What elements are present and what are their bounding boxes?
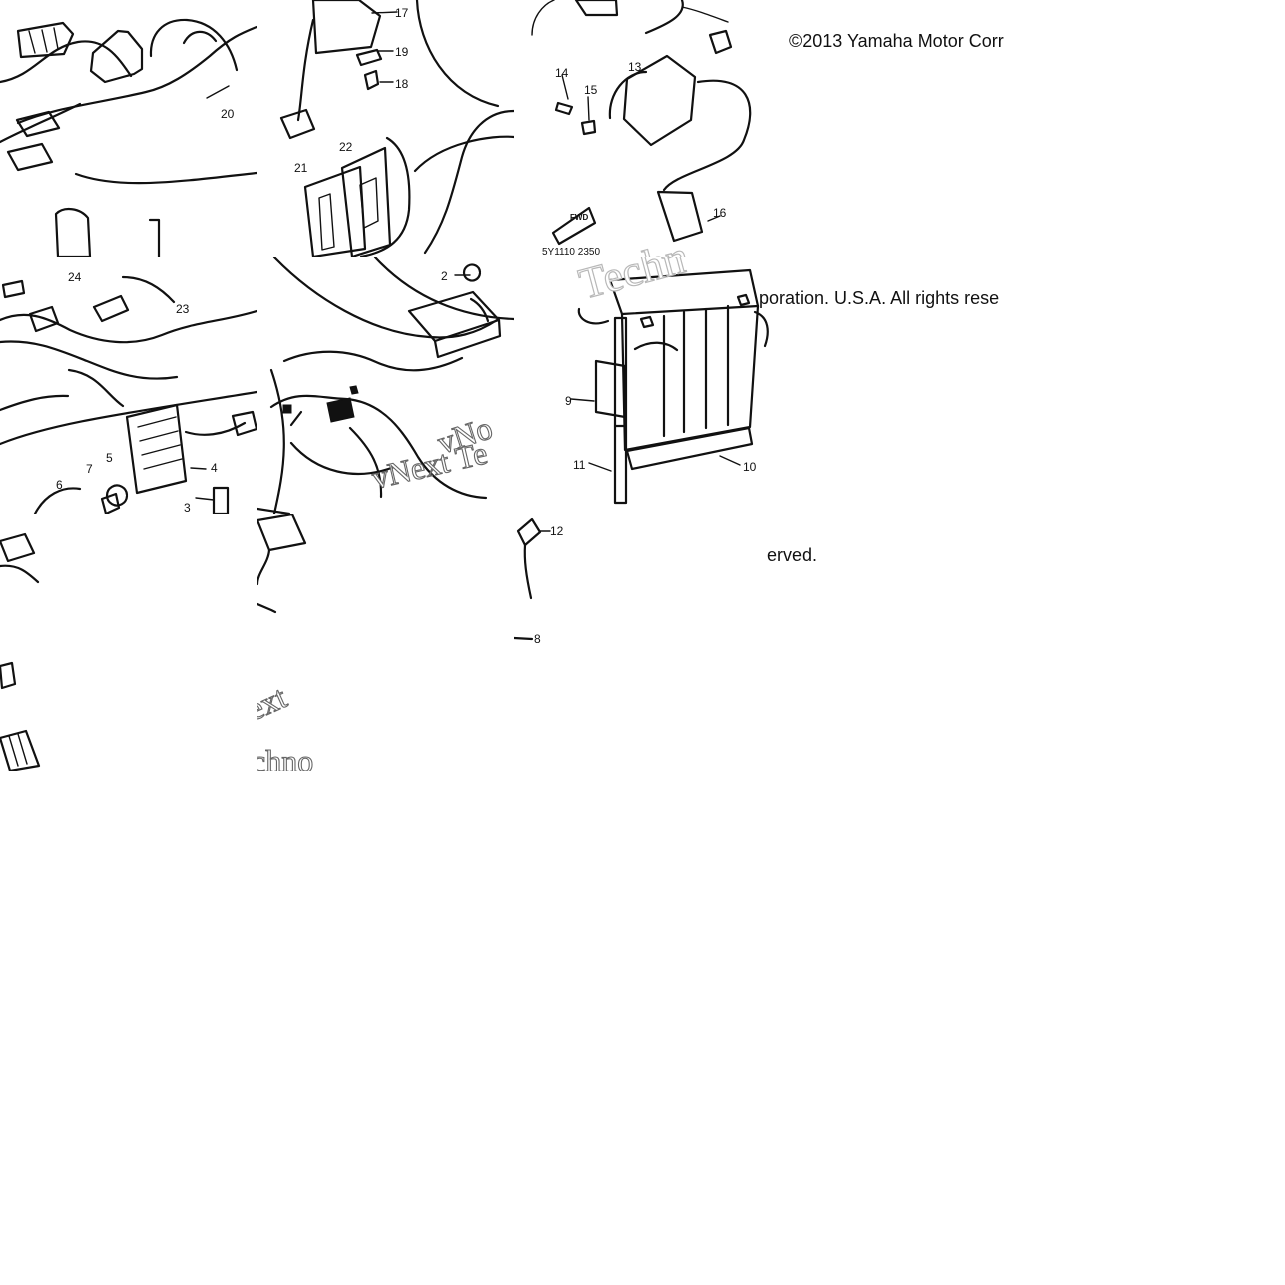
ignition-coil-drawing: 14 15 13 16 FWD 5Y1110 2350 Techn	[531, 0, 752, 257]
part-number-21: 21	[294, 161, 308, 175]
part-number-15: 15	[584, 83, 598, 97]
copyright-fragment-1: ©2013 Yamaha Motor Corr	[789, 31, 1004, 51]
diagram-tile-lower-right: 12 8	[514, 514, 771, 771]
harness-plug-drawing	[0, 532, 41, 771]
part-number-20: 20	[221, 107, 235, 121]
fwd-mark-label: FWD	[570, 213, 588, 222]
part-number-13: 13	[628, 60, 642, 74]
battery-drawing: 9 11 10 Techn	[565, 257, 769, 505]
harness-and-connectors-drawing: 20	[0, 18, 257, 257]
part-number-12: 12	[550, 524, 564, 538]
watermark-fragment-left-lower: ext	[257, 679, 292, 728]
relay-and-bracket-drawing: 17 19 18 22 21	[279, 0, 514, 257]
part-number-10: 10	[743, 460, 757, 474]
diagram-tile-mid-left: 24 23 7 5 6 4 3	[0, 257, 257, 514]
copyright-fragment-3: erved.	[767, 545, 818, 565]
watermark-fragment-top: Techn	[574, 257, 690, 309]
part-number-9: 9	[565, 394, 572, 408]
diagram-tile-top-right: 14 15 13 16 FWD 5Y1110 2350 Techn	[514, 0, 771, 257]
diagram-tile-lower-mid: ext chno	[257, 514, 514, 771]
catalog-code: 5Y1110 2350	[542, 247, 600, 257]
part-number-24: 24	[68, 270, 82, 284]
part-number-22: 22	[339, 140, 353, 154]
frame-and-control-unit-drawing: 2 vNext Te vNo	[257, 257, 514, 514]
watermark-fragment-lower-mid: chno	[257, 743, 313, 771]
part-number-7: 7	[86, 462, 93, 476]
part-number-4: 4	[211, 461, 218, 475]
part-number-8: 8	[534, 632, 541, 646]
lead-wire-drawing: 12 8	[514, 517, 564, 646]
sensor-plug-drawing: ext chno	[257, 514, 314, 771]
diagram-tile-mid-center: 2 vNext Te vNo	[257, 257, 514, 514]
diagram-tile-lower-left	[0, 514, 257, 771]
part-number-17: 17	[395, 6, 409, 20]
diagram-tile-top-mid-a: 17 19 18 22 21	[257, 0, 514, 257]
wire-loom-and-rectifier-drawing: 24 23 7 5 6 4 3	[0, 270, 257, 514]
part-number-18: 18	[395, 77, 409, 91]
part-number-16: 16	[713, 206, 727, 220]
diagram-tile-top-left: 20	[0, 0, 257, 257]
part-number-6: 6	[56, 478, 63, 492]
part-number-23: 23	[176, 302, 190, 316]
part-number-2: 2	[441, 269, 448, 283]
part-number-3: 3	[184, 501, 191, 514]
diagram-tile-mid-right: 9 11 10 Techn	[514, 257, 771, 514]
part-number-19: 19	[395, 45, 409, 59]
part-number-14: 14	[555, 66, 569, 80]
part-number-5: 5	[106, 451, 113, 465]
watermark-fragment-lower-right: vNo	[433, 409, 497, 460]
part-number-11: 11	[573, 458, 586, 472]
copyright-fragment-2: poration. U.S.A. All rights rese	[759, 288, 1000, 308]
